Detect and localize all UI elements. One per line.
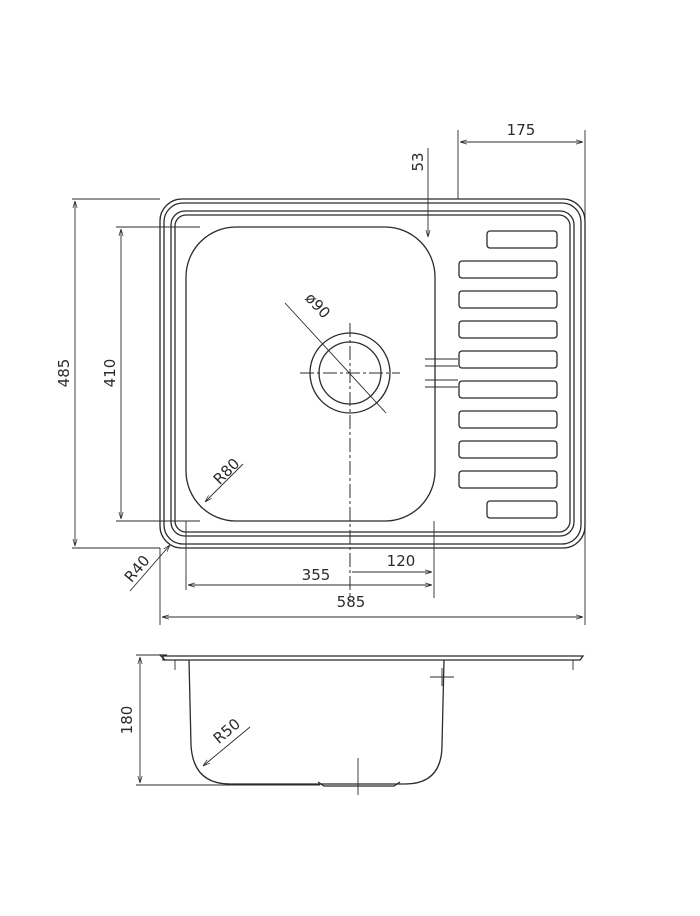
dim-drain-offset: 120 — [352, 552, 432, 572]
drain — [300, 323, 400, 600]
side-drain — [317, 781, 401, 787]
dim-label: 175 — [507, 121, 536, 139]
top-view: 175 53 485 410 355 120 — [55, 121, 586, 625]
dim-label: 53 — [409, 152, 427, 171]
dim-label: R80 — [210, 455, 244, 489]
drainer-slot — [458, 350, 558, 369]
dim-label: 355 — [302, 566, 331, 584]
overflow-mark — [425, 358, 458, 388]
dim-drain-diameter: ø90 — [284, 289, 387, 414]
sink-deck-edge — [170, 210, 575, 537]
dim-bowl-depth: 410 — [101, 226, 200, 522]
sink-rim-inner — [163, 202, 582, 545]
sink-bowl — [185, 226, 436, 522]
dim-label: R50 — [210, 715, 244, 748]
dim-label: 120 — [387, 552, 416, 570]
drainer-slot — [458, 260, 558, 279]
side-view: 180 R50 — [118, 654, 585, 795]
drainer-slot — [458, 290, 558, 309]
dim-drainer-width: 175 — [457, 121, 586, 625]
dim-label: 410 — [101, 359, 119, 388]
drainer-slot — [458, 440, 558, 459]
dim-label: ø90 — [301, 289, 333, 322]
sink-deck-edge-inner — [174, 214, 571, 533]
dim-label: 180 — [118, 706, 136, 735]
dim-overall-width: 585 — [159, 548, 583, 625]
dim-label: 585 — [337, 593, 366, 611]
dim-bottom-radius: R50 — [203, 715, 251, 766]
side-bowl — [188, 659, 445, 785]
drainer-slot — [486, 230, 558, 249]
dim-corner-radius: R40 — [121, 545, 170, 592]
dim-edge-offset: 53 — [409, 148, 428, 237]
drainer-slot — [458, 410, 558, 429]
drainer-slot — [458, 380, 558, 399]
drainer-slot — [486, 500, 558, 519]
dim-bowl-radius: R80 — [205, 455, 244, 502]
dim-bowl-width: 355 — [185, 521, 435, 598]
dim-label: R40 — [121, 552, 154, 586]
dim-overall-depth: 485 — [55, 198, 160, 549]
side-rim — [162, 655, 585, 661]
drainer-slots — [458, 230, 558, 519]
drainer-slot — [458, 320, 558, 339]
dim-bowl-height: 180 — [118, 654, 320, 786]
drainer-slot — [458, 470, 558, 489]
dim-label: 485 — [55, 359, 73, 388]
